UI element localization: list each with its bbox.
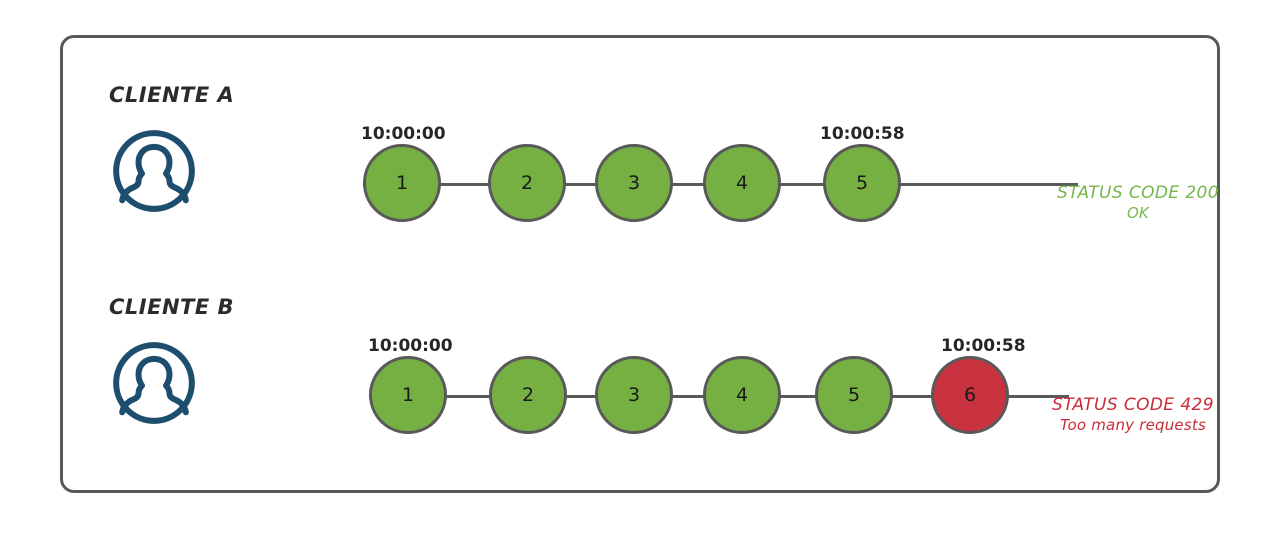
diagram-frame: CLIENTE A 10:00:00 10:00:58 1 2 3 4 5 ST… <box>60 35 1220 493</box>
client-b-label: CLIENTE B <box>109 295 235 319</box>
request-node-b-2[interactable]: 2 <box>489 356 567 434</box>
timestamp-a-start: 10:00:00 <box>361 124 446 144</box>
status-b-detail: Too many requests <box>1060 416 1206 434</box>
user-avatar-icon <box>111 340 197 426</box>
request-node-b-5[interactable]: 5 <box>815 356 893 434</box>
request-node-a-3[interactable]: 3 <box>595 144 673 222</box>
user-avatar-icon <box>111 128 197 214</box>
request-node-a-2[interactable]: 2 <box>488 144 566 222</box>
request-node-b-6[interactable]: 6 <box>931 356 1009 434</box>
status-badge-b: STATUS CODE 429 Too many requests <box>1013 395 1253 434</box>
timestamp-b-start: 10:00:00 <box>368 336 453 356</box>
request-node-a-1[interactable]: 1 <box>363 144 441 222</box>
status-a-code: STATUS CODE 200 <box>1057 183 1219 203</box>
request-node-a-4[interactable]: 4 <box>703 144 781 222</box>
timestamp-b-end: 10:00:58 <box>941 336 1026 356</box>
client-a-label: CLIENTE A <box>109 83 235 107</box>
status-badge-a: STATUS CODE 200 OK <box>1023 183 1253 222</box>
request-node-b-1[interactable]: 1 <box>369 356 447 434</box>
request-node-b-4[interactable]: 4 <box>703 356 781 434</box>
status-a-detail: OK <box>1126 204 1150 222</box>
status-b-code: STATUS CODE 429 <box>1052 395 1214 415</box>
request-node-b-3[interactable]: 3 <box>595 356 673 434</box>
timestamp-a-end: 10:00:58 <box>820 124 905 144</box>
request-node-a-5[interactable]: 5 <box>823 144 901 222</box>
